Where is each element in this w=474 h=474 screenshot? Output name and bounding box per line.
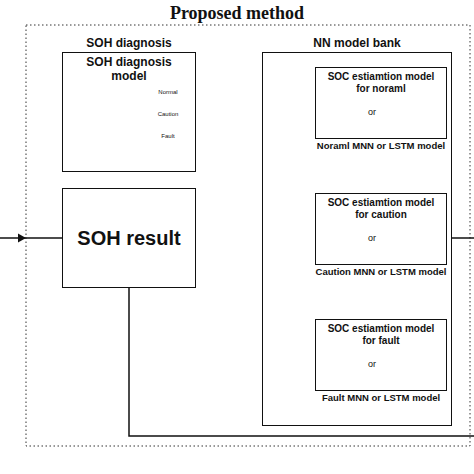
box-text: SOC estiamtion model for caution [316, 194, 446, 220]
output-line [452, 237, 474, 239]
diagram-title: Proposed method [0, 3, 474, 24]
soc-model-box: SOC estiamtion model for noramlNoraml MN… [315, 67, 447, 139]
box-text: SOH result [77, 227, 180, 250]
or-label: or [368, 234, 376, 243]
box-caption: Fault MNN or LSTM model [286, 393, 474, 404]
or-label: or [368, 360, 376, 369]
input-arrowhead [18, 234, 26, 243]
box-text: SOH diagnosis model [63, 53, 195, 84]
result-box: SOH result [62, 188, 196, 288]
box-caption: Caution MNN or LSTM model [286, 267, 474, 278]
box-text: SOC estiamtion model for fault [316, 320, 446, 346]
output-class-label: Fault [161, 133, 174, 139]
output-class-label: Caution [158, 111, 179, 117]
box-heading: SOH diagnosis [43, 37, 215, 51]
box-caption: Noraml MNN or LSTM model [286, 141, 474, 152]
box-heading: NN model bank [243, 37, 471, 51]
box-text: SOC estiamtion model for noraml [316, 68, 446, 94]
or-label: or [368, 108, 376, 117]
input-line-inner [26, 237, 62, 239]
model-bank-box: NN model bankSOC estiamtion model for no… [262, 52, 452, 426]
soc-model-box: SOC estiamtion model for faultFault MNN … [315, 319, 447, 391]
output-class-label: Normal [158, 89, 177, 95]
dotted-frame [26, 25, 470, 446]
soc-model-box: SOC estiamtion model for cautionCaution … [315, 193, 447, 265]
soh-feedback-line [129, 288, 474, 436]
